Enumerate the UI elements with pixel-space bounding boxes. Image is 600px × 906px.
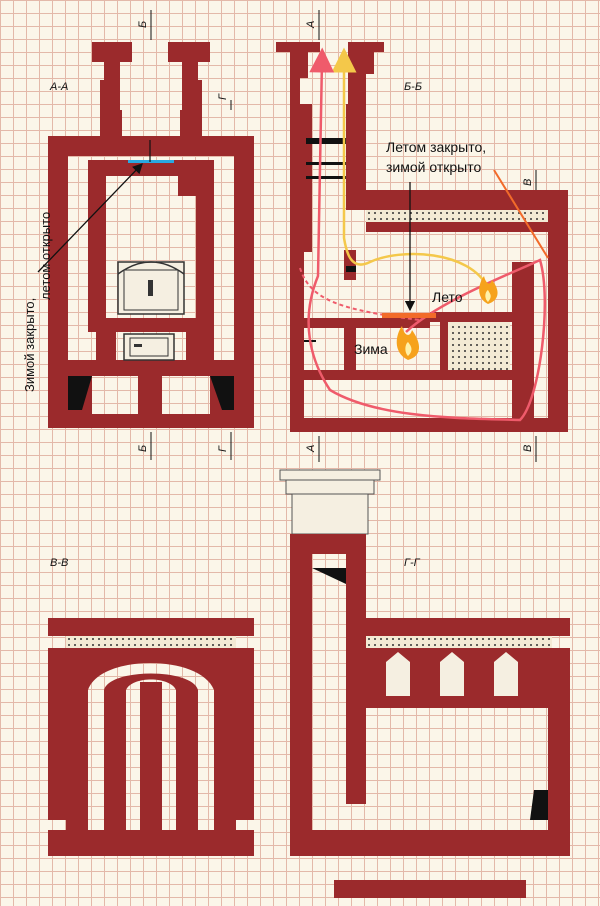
section-title-gg: Г-Г <box>404 557 421 569</box>
summer-flame-icon <box>479 276 498 304</box>
note-summer-closed-2: зимой открыто <box>386 159 481 175</box>
blue-valve <box>128 160 174 163</box>
note-winter-closed-2: летом открыто <box>38 212 53 300</box>
cut-mark-v-bottom: В <box>522 445 534 452</box>
section-vv <box>48 618 254 856</box>
cut-mark-g-bottom: Г <box>217 445 229 452</box>
section-bb <box>276 10 568 462</box>
section-title-bb: Б-Б <box>404 81 422 93</box>
label-summer: Лето <box>432 289 463 305</box>
label-winter: Зима <box>354 341 388 357</box>
summer-damper <box>382 313 436 318</box>
section-aa <box>37 10 254 460</box>
cut-mark-g-top: Г <box>217 93 229 100</box>
note-summer-closed-1: Летом закрыто, <box>386 139 486 155</box>
section-title-aa: А-А <box>49 81 68 93</box>
note-winter-closed-1: Зимой закрыто, <box>22 298 37 392</box>
cut-mark-b-top: Б <box>137 21 149 28</box>
cut-mark-b-bottom: Б <box>137 445 149 452</box>
winter-flame-icon <box>396 326 420 360</box>
cut-mark-a-top: А <box>305 21 317 29</box>
cut-mark-v-top: В <box>522 179 534 186</box>
section-title-vv: В-В <box>50 557 68 569</box>
cut-mark-a-bottom: А <box>305 445 317 453</box>
section-gg <box>279 469 570 898</box>
